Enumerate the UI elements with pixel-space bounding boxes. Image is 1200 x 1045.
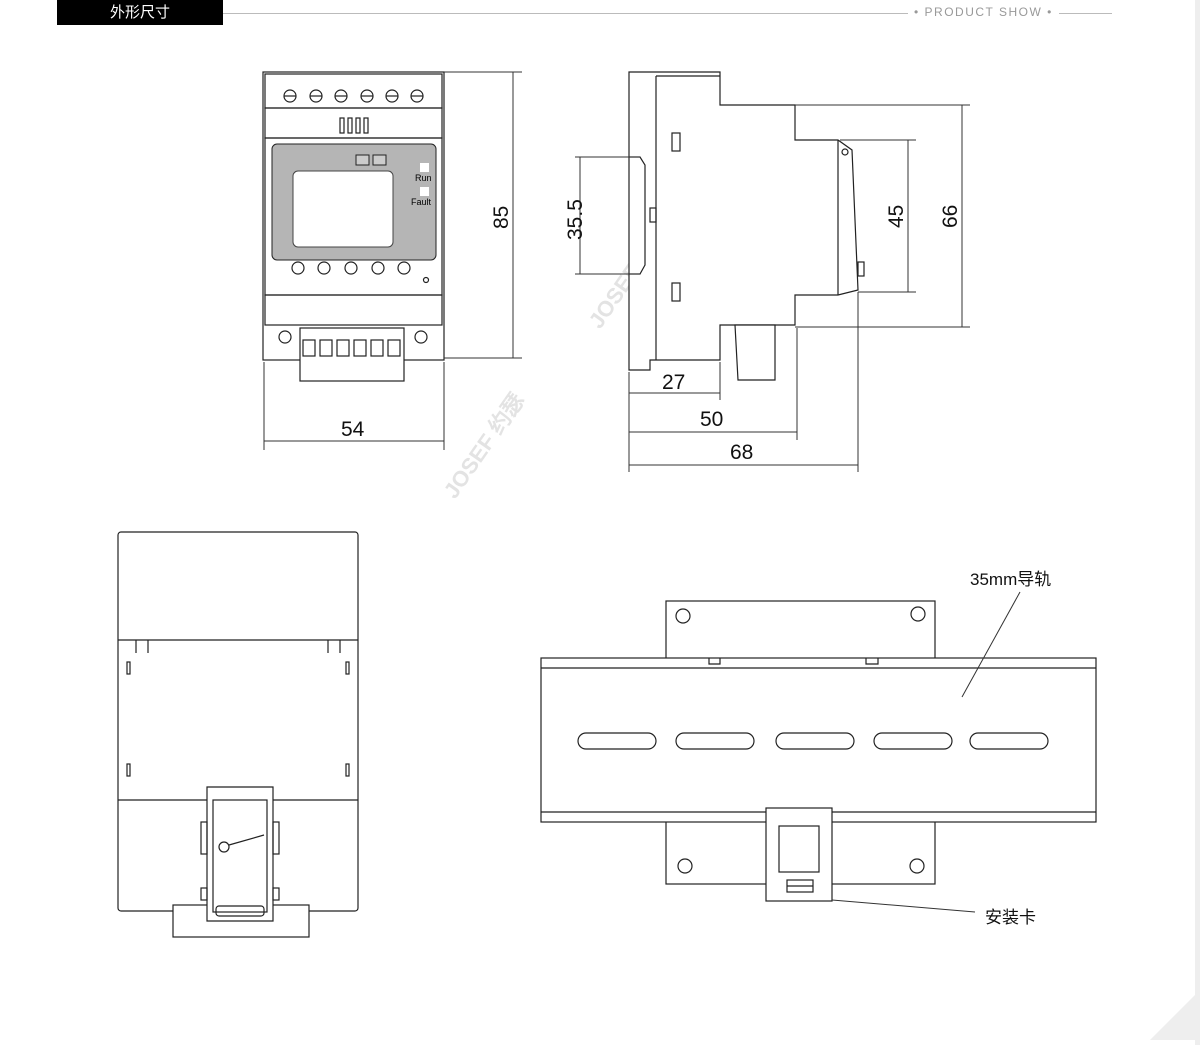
watermark: JOSEF 约瑟	[439, 388, 530, 502]
page-border	[1195, 0, 1200, 1045]
rear-view	[117, 531, 359, 938]
dim-rail-inner: 45	[885, 205, 908, 228]
fault-led	[420, 187, 429, 196]
dim-depth-front: 27	[662, 371, 685, 394]
din-rail-view: 35mm导轨 安装卡	[540, 570, 1097, 927]
dim-clip: 35.5	[564, 199, 587, 240]
lcd-screen	[292, 170, 394, 248]
front-view: Run Fault 85 54	[262, 71, 522, 450]
mounting-clip	[765, 807, 833, 902]
fault-label: Fault	[411, 197, 432, 207]
mounting-clip	[206, 786, 274, 922]
vent-slots	[339, 117, 369, 134]
section-title: 外形尺寸	[57, 0, 223, 25]
din-rail	[540, 657, 1097, 823]
dim-height: 85	[490, 206, 513, 229]
wave-icon	[355, 154, 370, 166]
front-buttons	[291, 261, 430, 284]
dim-depth-mid: 50	[700, 408, 723, 431]
clip-label: 安装卡	[985, 908, 1036, 927]
dim-depth-total: 68	[730, 441, 753, 464]
side-view: 35.5 45 66 27 50 68	[564, 71, 970, 472]
product-show-label: PRODUCT SHOW	[908, 5, 1059, 19]
dim-rail-outer: 66	[939, 205, 962, 228]
run-label: Run	[415, 173, 432, 183]
page-curl	[1150, 995, 1195, 1040]
rail-label: 35mm导轨	[970, 570, 1051, 589]
terminal-screws-top	[283, 89, 424, 103]
wave-icon	[372, 154, 387, 166]
dim-width: 54	[341, 418, 365, 441]
bottom-connector	[299, 327, 405, 382]
header-divider	[223, 13, 1112, 14]
run-led	[420, 163, 429, 172]
rail-slots	[577, 732, 1049, 750]
